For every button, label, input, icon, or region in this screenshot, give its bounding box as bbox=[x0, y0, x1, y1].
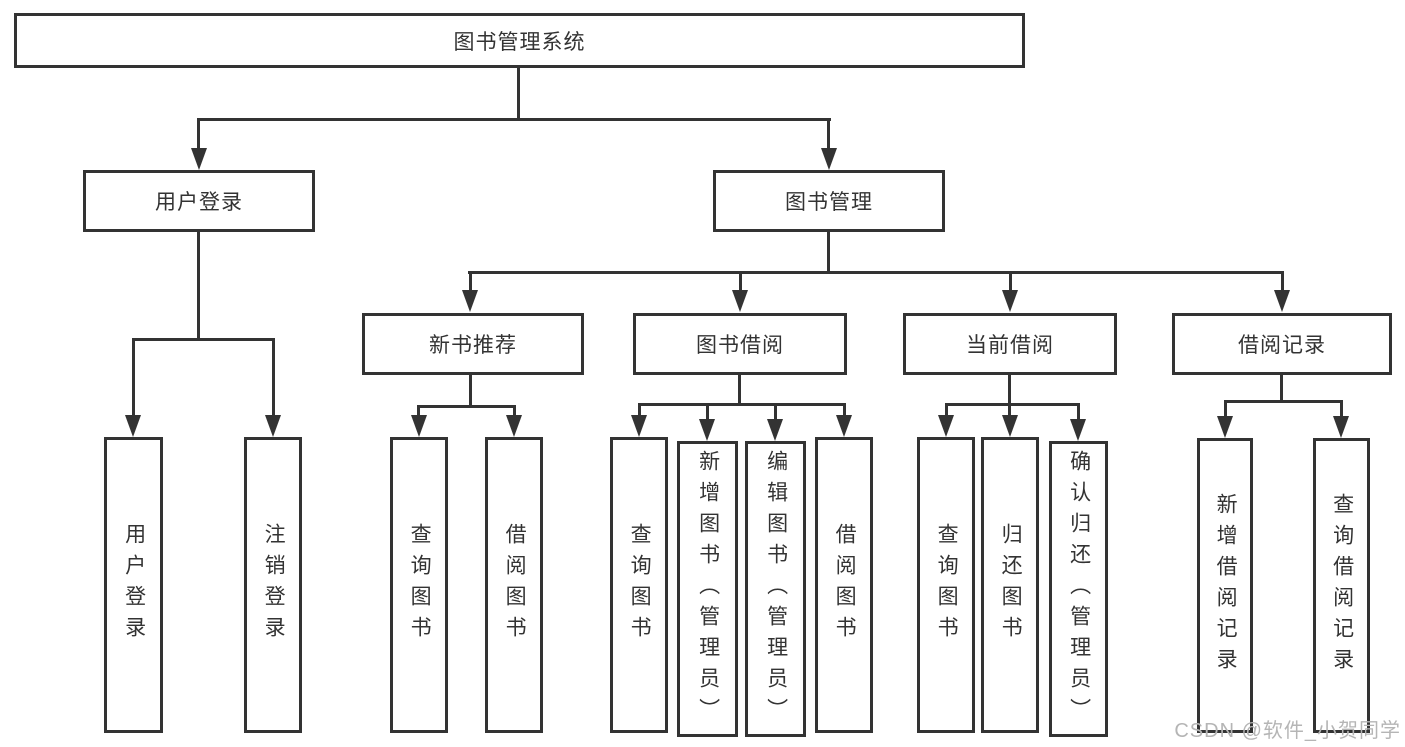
node-box-book-borrow: 图书借阅 bbox=[633, 313, 847, 375]
arrow-down-icon bbox=[938, 415, 954, 437]
connector-userlogin-drop2 bbox=[272, 338, 275, 415]
leaf-box-borrow-books-2: 借阅图书 bbox=[815, 437, 873, 733]
arrow-down-icon bbox=[821, 148, 837, 170]
leaf-label-edit-books-admin: 编辑图书（管理员） bbox=[764, 449, 788, 729]
connector-root-hline bbox=[197, 118, 831, 121]
node-box-current-borrow: 当前借阅 bbox=[903, 313, 1117, 375]
arrow-down-icon bbox=[191, 148, 207, 170]
node-label-book-management: 图书管理 bbox=[785, 191, 873, 214]
connector-bookmgmt-drop2 bbox=[739, 271, 742, 290]
leaf-label-query-books-1: 查询图书 bbox=[408, 523, 432, 647]
leaf-label-query-books-3: 查询图书 bbox=[935, 523, 959, 647]
arrow-down-icon bbox=[411, 415, 427, 437]
connector-borrowrecords-drop2 bbox=[1340, 400, 1343, 416]
leaf-box-return-books: 归还图书 bbox=[981, 437, 1039, 733]
arrow-down-icon bbox=[1002, 290, 1018, 312]
connector-borrowrecords-hline bbox=[1224, 400, 1343, 403]
node-label-user-login: 用户登录 bbox=[155, 191, 243, 214]
leaf-box-query-books-2: 查询图书 bbox=[610, 437, 668, 733]
connector-bookborrow-drop1 bbox=[638, 403, 641, 417]
node-label-new-book-recommend: 新书推荐 bbox=[429, 334, 517, 357]
connector-bookborrow-hline bbox=[638, 403, 846, 406]
connector-userlogin-stem bbox=[197, 232, 200, 340]
connector-borrowrecords-stem bbox=[1280, 375, 1283, 403]
leaf-box-confirm-return-admin: 确认归还（管理员） bbox=[1049, 441, 1108, 737]
connector-userlogin-hline bbox=[132, 338, 275, 341]
connector-bookborrow-stem bbox=[738, 375, 741, 406]
csdn-watermark: CSDN @软件_小贺同学 bbox=[1174, 720, 1401, 742]
connector-newbook-hline bbox=[417, 405, 516, 408]
node-box-user-login: 用户登录 bbox=[83, 170, 315, 232]
leaf-label-borrow-books-2: 借阅图书 bbox=[833, 523, 857, 647]
arrow-down-icon bbox=[462, 290, 478, 312]
arrow-down-icon bbox=[1217, 416, 1233, 438]
leaf-label-confirm-return-admin: 确认归还（管理员） bbox=[1067, 449, 1091, 729]
arrow-down-icon bbox=[732, 290, 748, 312]
connector-borrowrecords-drop1 bbox=[1224, 400, 1227, 416]
arrow-down-icon bbox=[125, 415, 141, 437]
leaf-box-add-books-admin: 新增图书（管理员） bbox=[677, 441, 738, 737]
arrow-down-icon bbox=[1333, 416, 1349, 438]
leaf-label-borrow-books-1: 借阅图书 bbox=[503, 523, 527, 647]
leaf-box-borrow-books-1: 借阅图书 bbox=[485, 437, 543, 733]
arrow-down-icon bbox=[506, 415, 522, 437]
connector-currentborrow-stem bbox=[1008, 375, 1011, 406]
arrow-down-icon bbox=[836, 415, 852, 437]
node-label-borrow-records: 借阅记录 bbox=[1238, 334, 1326, 357]
connector-bookmgmt-drop4 bbox=[1281, 271, 1284, 290]
connector-bookmgmt-stem bbox=[827, 232, 830, 273]
connector-currentborrow-hline bbox=[945, 403, 1079, 406]
node-box-borrow-records: 借阅记录 bbox=[1172, 313, 1392, 375]
connector-newbook-drop2 bbox=[513, 405, 516, 417]
leaf-label-user-login: 用户登录 bbox=[122, 523, 146, 647]
connector-userlogin-drop1 bbox=[132, 338, 135, 415]
node-label-current-borrow: 当前借阅 bbox=[966, 334, 1054, 357]
leaf-box-query-borrow-record: 查询借阅记录 bbox=[1313, 438, 1370, 733]
leaf-box-user-login: 用户登录 bbox=[104, 437, 163, 733]
node-box-new-book-recommend: 新书推荐 bbox=[362, 313, 584, 375]
node-box-root: 图书管理系统 bbox=[14, 13, 1025, 68]
arrow-down-icon bbox=[1070, 419, 1086, 441]
arrow-down-icon bbox=[1002, 415, 1018, 437]
connector-currentborrow-drop3 bbox=[1077, 403, 1080, 421]
arrow-down-icon bbox=[631, 415, 647, 437]
connector-newbook-stem bbox=[469, 375, 472, 408]
connector-newbook-drop1 bbox=[417, 405, 420, 417]
leaf-box-query-books-1: 查询图书 bbox=[390, 437, 448, 733]
leaf-label-return-books: 归还图书 bbox=[999, 523, 1023, 647]
arrow-down-icon bbox=[1274, 290, 1290, 312]
node-label-root: 图书管理系统 bbox=[453, 30, 586, 54]
leaf-label-logout: 注销登录 bbox=[262, 523, 286, 647]
leaf-label-add-borrow-record: 新增借阅记录 bbox=[1214, 492, 1238, 679]
connector-root-drop-right bbox=[827, 118, 830, 151]
leaf-box-add-borrow-record: 新增借阅记录 bbox=[1197, 438, 1253, 733]
node-box-book-management: 图书管理 bbox=[713, 170, 945, 232]
connector-bookmgmt-hline bbox=[468, 271, 1284, 274]
leaf-box-query-books-3: 查询图书 bbox=[917, 437, 975, 733]
arrow-down-icon bbox=[767, 419, 783, 441]
connector-bookborrow-drop4 bbox=[843, 403, 846, 417]
leaf-label-add-books-admin: 新增图书（管理员） bbox=[696, 449, 720, 729]
arrow-down-icon bbox=[265, 415, 281, 437]
connector-bookborrow-drop2 bbox=[706, 403, 709, 421]
arrow-down-icon bbox=[699, 419, 715, 441]
connector-bookmgmt-drop3 bbox=[1009, 271, 1012, 290]
connector-currentborrow-drop1 bbox=[945, 403, 948, 417]
connector-bookborrow-drop3 bbox=[774, 403, 777, 421]
leaf-label-query-books-2: 查询图书 bbox=[628, 523, 652, 647]
leaf-box-edit-books-admin: 编辑图书（管理员） bbox=[745, 441, 806, 737]
leaf-box-logout: 注销登录 bbox=[244, 437, 302, 733]
connector-currentborrow-drop2 bbox=[1008, 403, 1011, 417]
leaf-label-query-borrow-record: 查询借阅记录 bbox=[1330, 492, 1354, 679]
connector-root-stem bbox=[517, 68, 520, 121]
connector-root-drop-left bbox=[197, 118, 200, 151]
connector-bookmgmt-drop1 bbox=[469, 271, 472, 290]
node-label-book-borrow: 图书借阅 bbox=[696, 334, 784, 357]
